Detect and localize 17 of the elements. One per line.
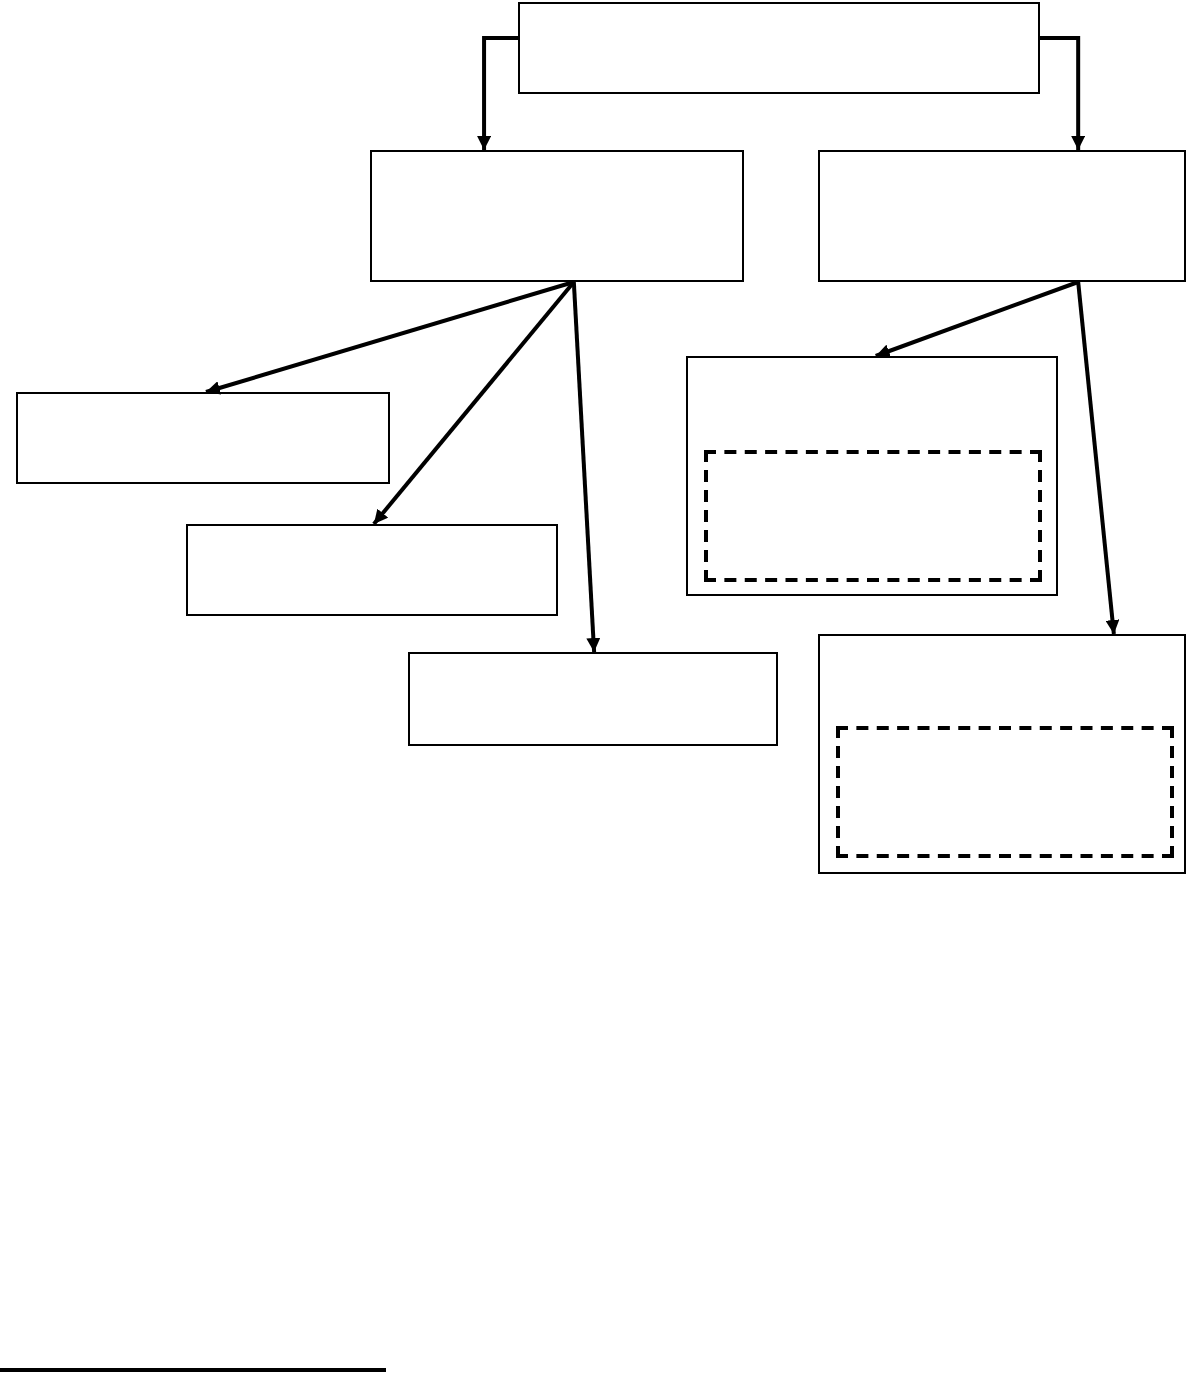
process-box	[186, 524, 558, 616]
arrow	[875, 280, 1079, 358]
arrow	[372, 280, 576, 526]
arrow	[205, 280, 575, 395]
process-box	[518, 2, 1040, 94]
process-box	[818, 150, 1186, 282]
arrow	[1076, 281, 1120, 635]
dashed-box	[703, 449, 1042, 582]
process-box	[818, 634, 1186, 874]
arrow	[1040, 35, 1086, 150]
arrow	[477, 35, 518, 150]
process-box	[408, 652, 778, 746]
process-box	[686, 356, 1058, 596]
process-box	[16, 392, 390, 484]
arrow	[571, 281, 601, 653]
dashed-box	[835, 725, 1174, 858]
process-box	[370, 150, 744, 282]
